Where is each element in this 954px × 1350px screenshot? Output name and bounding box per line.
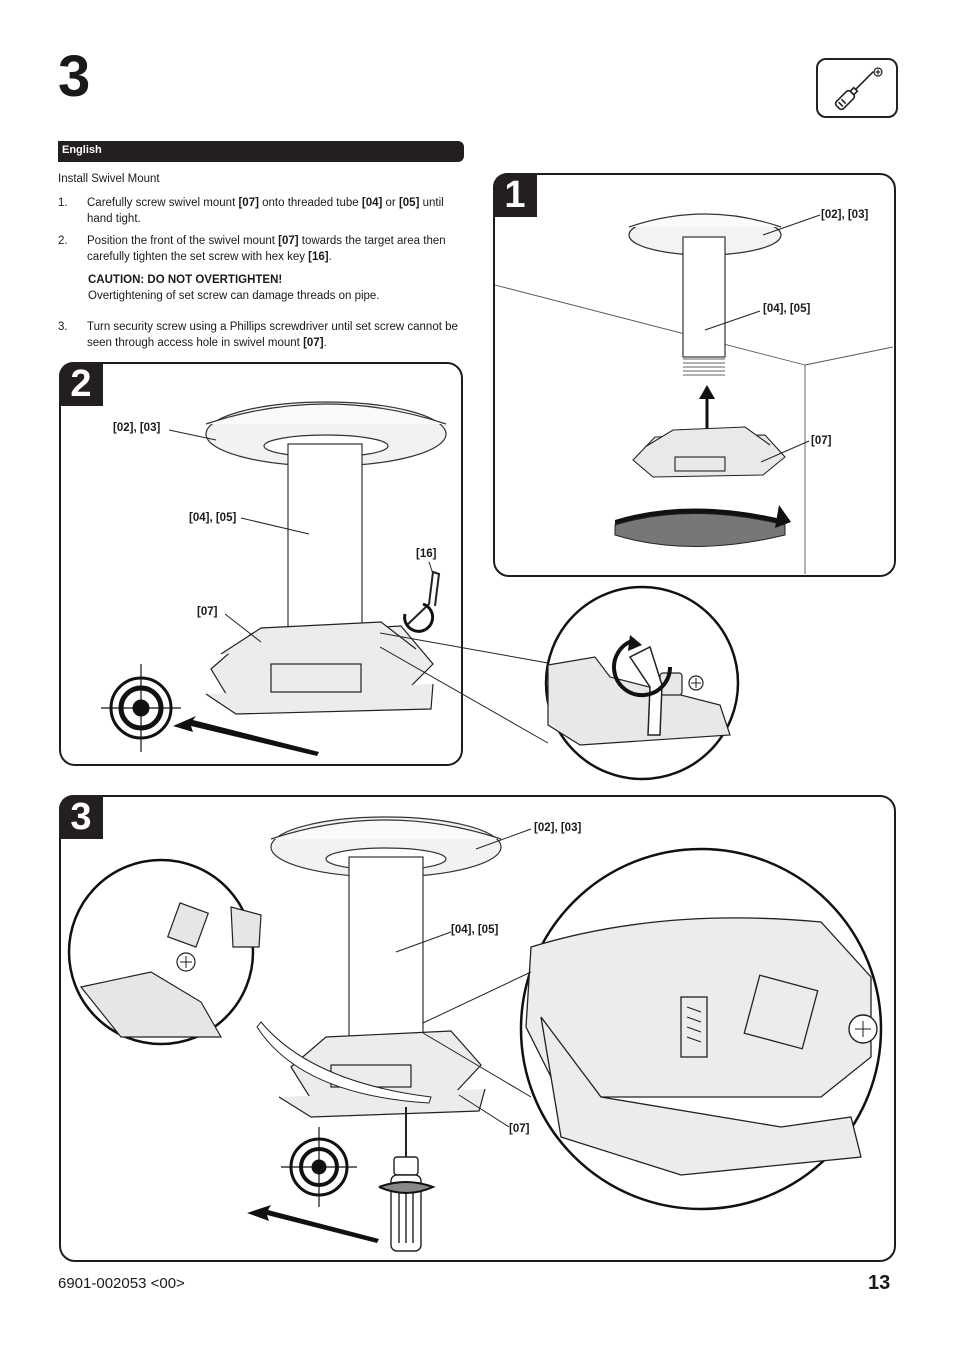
- callout-swivel-mount: [07]: [509, 1123, 530, 1135]
- callout-hex-key: [16]: [416, 548, 437, 560]
- rotation-ring-1: [614, 505, 791, 547]
- step-text-fragment: Position the front of the swivel mount: [87, 235, 279, 247]
- part-reference: [16]: [308, 250, 329, 263]
- step-text-fragment: .: [328, 250, 332, 263]
- step-text-fragment: or: [382, 197, 399, 209]
- part-reference: [07]: [278, 235, 299, 247]
- instruction-step-3: 3. Turn security screw using a Phillips …: [58, 320, 464, 352]
- callout-swivel-mount: [07]: [197, 606, 218, 618]
- callout-ceiling-plate: [02], [03]: [113, 422, 161, 434]
- target-icon-3: [281, 1127, 357, 1207]
- step-number: 3.: [58, 321, 68, 333]
- screwdriver-icon: [816, 58, 898, 118]
- illustration-panel-3: 3 [02], [03] [04], [05] [07]: [59, 795, 896, 1262]
- hex-key-2: [405, 570, 441, 627]
- step-text-fragment: Turn security screw using a Phillips scr…: [87, 321, 458, 349]
- caution-block: CAUTION: DO NOT OVERTIGHTEN! Overtighten…: [88, 273, 458, 304]
- callout-threaded-tube: [04], [05]: [451, 924, 499, 936]
- step-text-fragment: Carefully screw swivel mount: [87, 197, 239, 209]
- step-text: Carefully screw swivel mount [07] onto t…: [87, 196, 467, 227]
- step-number: 2.: [58, 235, 68, 247]
- illustration-panel-2: 2 [02], [03] [04], [05] [16] [07]: [59, 362, 463, 766]
- swivel-mount-1: [632, 426, 786, 478]
- step-text-fragment: until hand tight.: [87, 197, 444, 225]
- document-number: 6901-002053 <00>: [58, 1275, 185, 1292]
- panel-badge-1: 1: [493, 173, 537, 217]
- step-text-fragment: towards the target area then carefully t…: [87, 235, 446, 263]
- illustration-panel-1: 1 [02], [03] [04], [05] [07]: [493, 173, 896, 577]
- callout-threaded-tube: [04], [05]: [763, 303, 811, 315]
- swivel-mount-2: [205, 621, 434, 715]
- language-header-bar: [58, 141, 464, 162]
- ceiling-plate: [205, 401, 447, 467]
- page-step-number: 3: [58, 44, 91, 109]
- part-reference: [05]: [398, 197, 420, 209]
- instruction-step-2: 2. Position the front of the swivel moun…: [58, 234, 464, 266]
- callout-threaded-tube: [04], [05]: [189, 512, 237, 524]
- detail-zoom-panel-2: [380, 585, 740, 781]
- part-reference: [07]: [303, 336, 324, 349]
- step-number: 1.: [58, 197, 68, 209]
- callout-ceiling-plate: [02], [03]: [821, 209, 869, 221]
- screwdriver-3: [390, 1107, 422, 1252]
- step-text: Turn security screw using a Phillips scr…: [87, 320, 467, 351]
- page-number: 13: [868, 1272, 891, 1294]
- section-title: Install Swivel Mount: [58, 173, 160, 185]
- part-reference: [04]: [361, 197, 383, 209]
- callout-ceiling-plate: [02], [03]: [534, 822, 582, 834]
- step-text: Position the front of the swivel mount […: [87, 234, 467, 265]
- step-text-fragment: onto threaded tube: [258, 197, 362, 209]
- caution-text: Overtightening of set screw can damage t…: [88, 289, 380, 302]
- caution-title: CAUTION: DO NOT OVERTIGHTEN!: [88, 274, 283, 286]
- callout-swivel-mount: [07]: [811, 435, 832, 447]
- panel-badge-2: 2: [59, 362, 103, 406]
- language-label: English: [62, 144, 102, 156]
- instruction-step-1: 1. Carefully screw swivel mount [07] ont…: [58, 196, 464, 228]
- panel-badge-3: 3: [59, 795, 103, 839]
- target-icon-2: [101, 664, 181, 752]
- step-text-fragment: .: [323, 336, 327, 349]
- part-reference: [07]: [238, 197, 259, 209]
